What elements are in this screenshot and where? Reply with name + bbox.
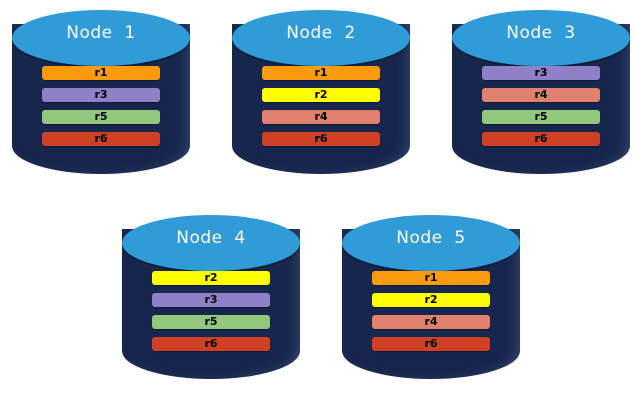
replica-stack: r1 r2 r4 r6	[232, 66, 410, 154]
replica-bar[interactable]: r6	[262, 132, 380, 146]
replica-bar[interactable]: r4	[372, 315, 490, 329]
replica-bar[interactable]: r5	[42, 110, 160, 124]
replica-bar[interactable]: r1	[372, 271, 490, 285]
replica-bar[interactable]: r2	[372, 293, 490, 307]
database-node-2[interactable]: Node 2 r1 r2 r4 r6	[232, 10, 410, 188]
replica-stack: r1 r3 r5 r6	[12, 66, 190, 154]
database-node-1[interactable]: Node 1 r1 r3 r5 r6	[12, 10, 190, 188]
node-label: Node 5	[396, 228, 466, 248]
replica-bar[interactable]: r1	[262, 66, 380, 80]
replica-stack: r2 r3 r5 r6	[122, 271, 300, 359]
replica-bar[interactable]: r2	[262, 88, 380, 102]
replica-stack: r3 r4 r5 r6	[452, 66, 630, 154]
replica-bar[interactable]: r3	[42, 88, 160, 102]
database-node-5[interactable]: Node 5 r1 r2 r4 r6	[342, 215, 520, 393]
replica-bar[interactable]: r4	[262, 110, 380, 124]
replica-bar[interactable]: r3	[482, 66, 600, 80]
replica-bar[interactable]: r6	[152, 337, 270, 351]
database-node-4[interactable]: Node 4 r2 r3 r5 r6	[122, 215, 300, 393]
node-label: Node 3	[506, 23, 576, 43]
replica-bar[interactable]: r6	[482, 132, 600, 146]
replica-stack: r1 r2 r4 r6	[342, 271, 520, 359]
database-node-3[interactable]: Node 3 r3 r4 r5 r6	[452, 10, 630, 188]
replica-bar[interactable]: r6	[372, 337, 490, 351]
cylinder-top-ellipse	[342, 215, 520, 271]
replica-bar[interactable]: r5	[152, 315, 270, 329]
replica-bar[interactable]: r5	[482, 110, 600, 124]
cylinder-top-ellipse	[12, 10, 190, 66]
cylinder-top-ellipse	[452, 10, 630, 66]
replica-bar[interactable]: r2	[152, 271, 270, 285]
node-label: Node 1	[66, 23, 136, 43]
node-label: Node 4	[176, 228, 246, 248]
replica-bar[interactable]: r4	[482, 88, 600, 102]
node-label: Node 2	[286, 23, 356, 43]
replica-bar[interactable]: r1	[42, 66, 160, 80]
cylinder-top-ellipse	[232, 10, 410, 66]
cylinder-top-ellipse	[122, 215, 300, 271]
replica-bar[interactable]: r6	[42, 132, 160, 146]
replica-bar[interactable]: r3	[152, 293, 270, 307]
